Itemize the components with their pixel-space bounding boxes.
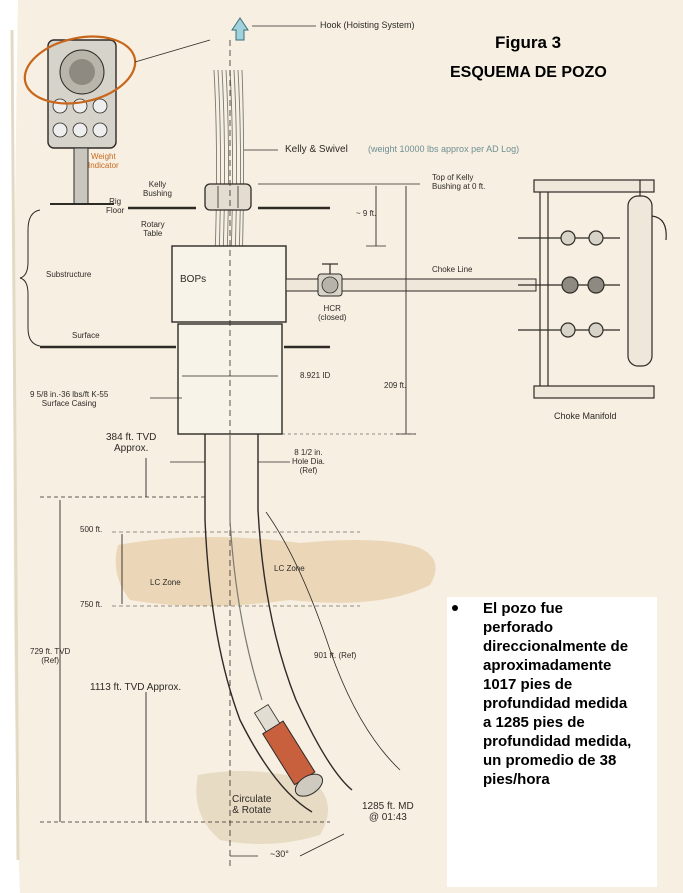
surface-casing-label: 9 5/8 in.-36 lbs/ft K-55 Surface Casing	[30, 390, 109, 408]
hook-label: Hook (Hoisting System)	[320, 20, 415, 30]
hcr-valve	[317, 263, 343, 297]
angle-arc-right	[299, 833, 345, 857]
hcr-label: HCR (closed)	[318, 304, 347, 322]
figure-number: Figura 3	[495, 33, 562, 52]
paper-curl-edge	[10, 29, 20, 861]
top-of-kelly-label: Top of Kelly Bushing at 0 ft.	[432, 173, 486, 191]
casing-id-label: 8.921 ID	[300, 371, 331, 380]
rig-floor-label: Rig Floor	[106, 197, 125, 215]
choke-manifold-label: Choke Manifold	[554, 411, 617, 421]
notes-bullet-text: El pozo fue perforado direccionalmente d…	[483, 600, 632, 788]
weight-indicator-highlight	[23, 35, 137, 105]
drill-string	[229, 434, 263, 701]
md-1285-label: 1285 ft. MD @ 01:43	[362, 801, 414, 823]
choke-manifold	[518, 179, 667, 399]
kelly-bushing-label: Kelly Bushing	[143, 180, 172, 198]
angle-30-label: ~30°	[270, 849, 289, 859]
rotary-table-label: Rotary Table	[141, 220, 165, 238]
tvd-384-label: 384 ft. TVD Approx.	[106, 432, 157, 454]
tvd-1113-label: 1113 ft. TVD Approx.	[90, 682, 182, 693]
kelly-bushing	[204, 183, 252, 211]
hook-arrow-icon	[231, 17, 249, 41]
depth-209-label: 209 ft.	[384, 381, 407, 390]
lc-zone-right-label: LC Zone	[274, 564, 305, 573]
bops-label: BOPs	[180, 274, 207, 285]
open-hole-left-wall	[204, 434, 313, 813]
tvd-729-label: 729 ft. TVD (Ref)	[30, 647, 71, 665]
notes-panel: El pozo fue perforado direccionalmente d…	[447, 597, 657, 887]
circulate-rotate-label: Circulate & Rotate	[232, 794, 272, 816]
drill-collar	[253, 704, 324, 797]
weight-indicator-gauge	[47, 39, 117, 205]
diagram-title: ESQUEMA DE POZO	[450, 64, 607, 81]
md-901-dim	[265, 511, 401, 771]
weight-indicator-leader	[134, 39, 211, 63]
hole-dia-label: 8 1/2 in. Hole Dia. (Ref)	[292, 448, 325, 475]
lc-zone-band	[115, 536, 436, 606]
substructure-brace	[19, 209, 41, 347]
kelly-weight-note: (weight 10000 lbs approx per AD Log)	[368, 144, 520, 154]
open-hole-right-wall	[257, 434, 353, 791]
ft-750-label: 750 ft.	[80, 600, 103, 609]
ft-901-label: 901 ft. (Ref)	[314, 651, 357, 660]
weight-indicator-label: Weight Indicator	[88, 152, 119, 170]
nine-ft-label: ~ 9 ft.	[356, 209, 377, 218]
lc-zone-left-label: LC Zone	[150, 578, 181, 587]
ft-500-label: 500 ft.	[80, 525, 103, 534]
bullet-point-icon	[452, 605, 458, 611]
surface-label: Surface	[72, 331, 100, 340]
bop-stack	[171, 245, 287, 323]
choke-line-label: Choke Line	[432, 265, 473, 274]
substructure-label: Substructure	[46, 270, 92, 279]
kelly-swivel-label: Kelly & Swivel	[285, 144, 348, 155]
